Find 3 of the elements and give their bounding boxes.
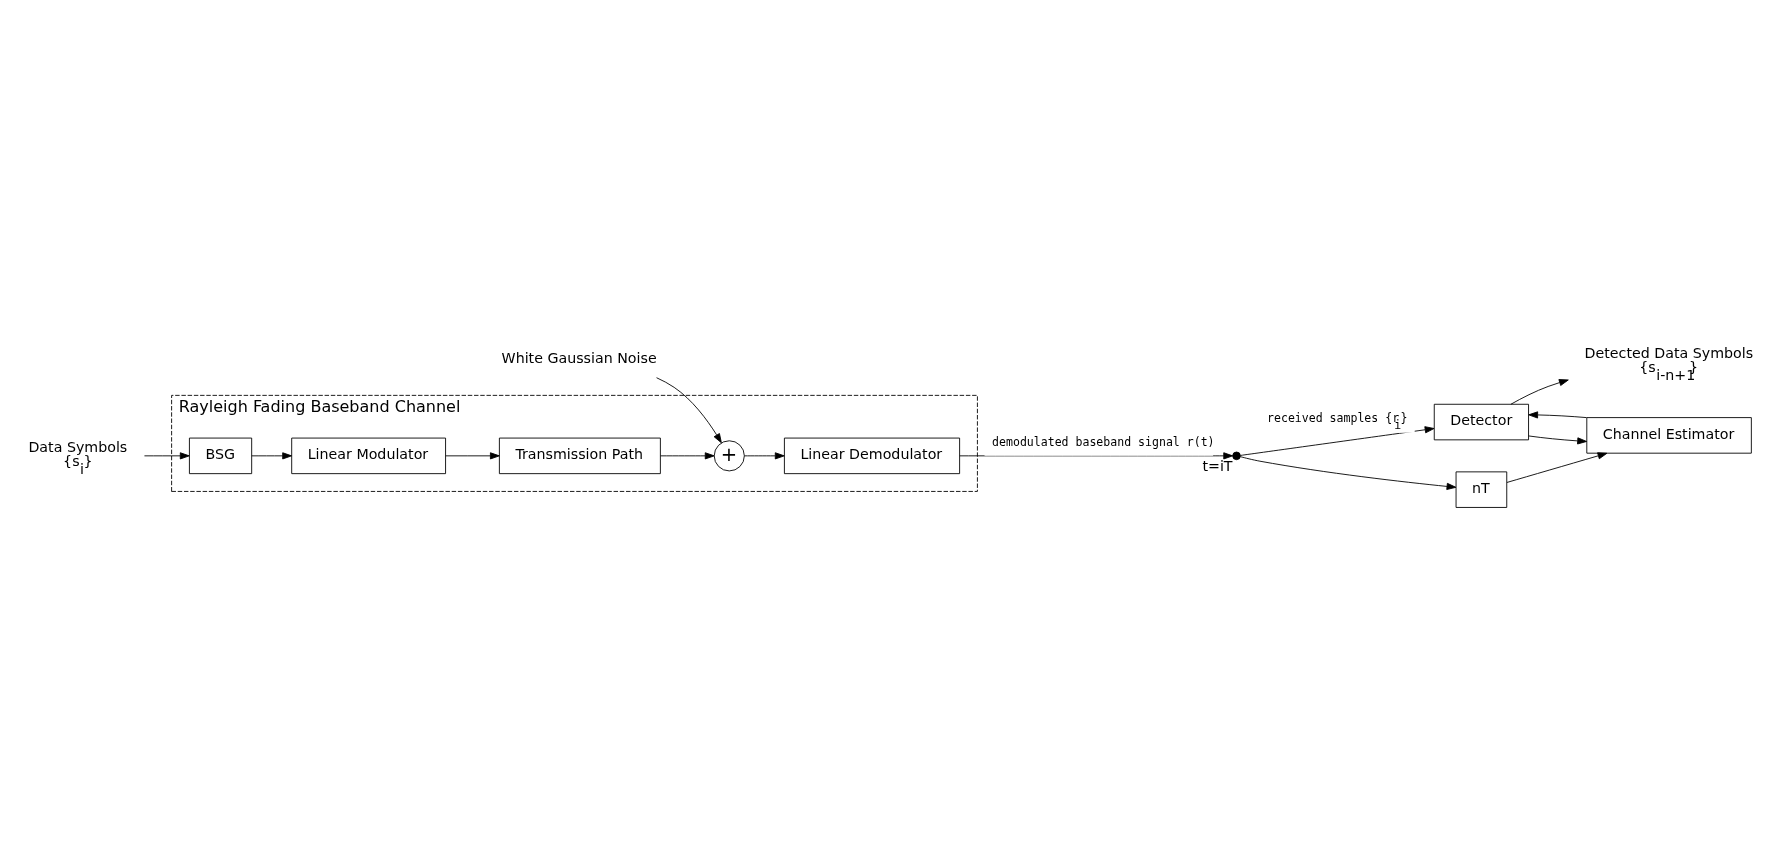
node-label: t=iT (1202, 457, 1233, 474)
edge-label: demodulated baseband signal r(t) (992, 434, 1215, 449)
node-text: White Gaussian Noise (501, 349, 657, 366)
